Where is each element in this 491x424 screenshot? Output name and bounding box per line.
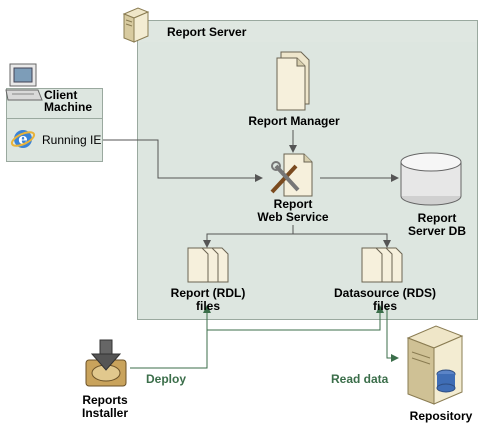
svg-text:e: e bbox=[18, 130, 28, 148]
installer-icon bbox=[85, 339, 127, 387]
edge-ie-to-webservice bbox=[103, 139, 263, 182]
report-manager-label: Report Manager bbox=[248, 114, 340, 128]
rds-files-icon bbox=[361, 247, 403, 283]
rds-label-line2: files bbox=[372, 299, 397, 313]
report-manager-icon bbox=[276, 51, 310, 111]
deploy-label: Deploy bbox=[146, 372, 187, 386]
web-service-label-line2: Web Service bbox=[257, 210, 329, 224]
edge-deploy-rds bbox=[207, 305, 384, 331]
repository-server-icon bbox=[406, 325, 464, 405]
client-divider bbox=[7, 118, 102, 119]
rdl-label-line1: Report (RDL) bbox=[170, 286, 246, 300]
edge-webservice-to-rds bbox=[293, 233, 391, 248]
web-service-icon bbox=[270, 153, 313, 197]
server-icon bbox=[122, 7, 150, 43]
running-ie-label: Running IE bbox=[42, 133, 102, 147]
installer-label-line2: Installer bbox=[81, 406, 129, 420]
server-db-label-line1: Report bbox=[417, 211, 457, 225]
computer-icon bbox=[5, 63, 43, 101]
installer-label-line1: Reports bbox=[82, 393, 128, 407]
internet-explorer-icon: e bbox=[10, 130, 36, 148]
web-service-label-line1: Report bbox=[273, 197, 313, 211]
client-title-line1: Client bbox=[44, 88, 78, 102]
database-icon bbox=[400, 152, 462, 206]
edge-deploy-rdl bbox=[130, 305, 211, 369]
edge-webservice-to-rdl bbox=[203, 225, 294, 248]
edge-read-data bbox=[386, 306, 399, 362]
repository-label: Repository bbox=[409, 409, 473, 423]
rds-label-line1: Datasource (RDS) bbox=[333, 286, 437, 300]
client-title-line2: Machine bbox=[44, 100, 93, 114]
report-server-title: Report Server bbox=[137, 20, 478, 42]
server-db-label-line2: Server DB bbox=[407, 224, 467, 238]
rdl-label-line2: files bbox=[195, 299, 220, 313]
rdl-files-icon bbox=[187, 247, 229, 283]
read-data-label: Read data bbox=[331, 372, 389, 386]
